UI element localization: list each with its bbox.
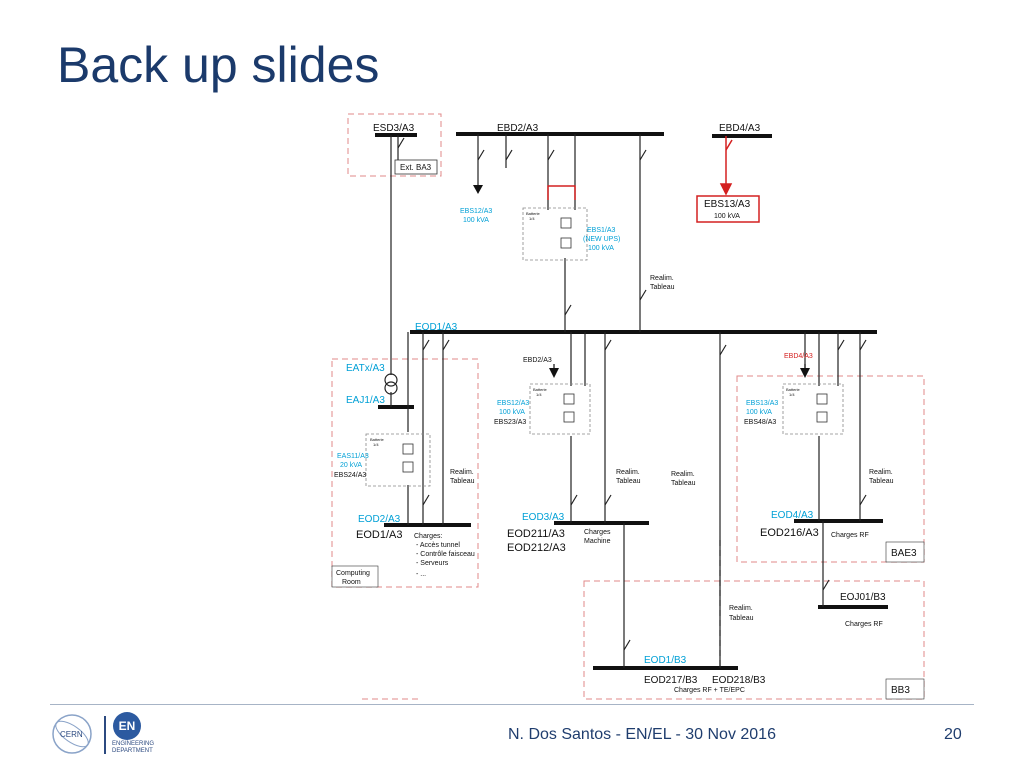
label-ebs23: EBS23/A3 [494, 419, 526, 426]
label-eod211: EOD211/A3 [507, 528, 565, 540]
label-eod217: EOD217/B3 [644, 675, 698, 686]
label-ebs12-top-rating: 100 kVA [463, 217, 489, 224]
label-tableau-3: Tableau [616, 478, 641, 485]
label-eaj1: EAJ1/A3 [346, 395, 385, 406]
label-eod212: EOD212/A3 [507, 542, 566, 554]
label-computing: Computing [336, 570, 370, 577]
label-ebs13-rating: 100 kVA [714, 213, 740, 220]
footer-text: N. Dos Santos - EN/EL - 30 Nov 2016 [508, 726, 776, 743]
label-eoj01: EOJ01/B3 [840, 592, 886, 603]
label-room: Room [342, 579, 361, 586]
ups-module-top [522, 207, 588, 261]
charges-item-1: - Contrôle faisceau [416, 551, 475, 558]
label-battery-4-cap: 1/4 [529, 216, 535, 221]
label-ebd4-top: EBD4/A3 [719, 123, 761, 134]
label-realim-5: Realim. [869, 469, 893, 476]
label-ebs13-mid-rating: 100 kVA [746, 409, 772, 416]
label-eod1-b3: EOD1/B3 [644, 655, 687, 666]
en-department-text: ENGINEERING DEPARTMENT [112, 741, 155, 754]
charges-item-2: - Serveurs [416, 560, 449, 567]
bae3-zone [736, 375, 925, 563]
label-ebd4-mid: EBD4/A3 [784, 353, 813, 360]
label-realim-6: Realim. [729, 605, 753, 612]
label-ebs12-mid-rating: 100 kVA [499, 409, 525, 416]
cern-logo: CERN [52, 714, 92, 754]
charges-item-0: - Accès tunnel [416, 542, 460, 549]
label-ebs48: EBS48/A3 [744, 419, 776, 426]
label-ebs13-mid: EBS13/A3 [746, 400, 778, 407]
label-battery-1-cap: 1/4 [373, 442, 379, 447]
label-tableau-2: Tableau [450, 478, 475, 485]
label-ebs1-rating: 100 kVA [588, 245, 614, 252]
label-charges-rf-2: Charges RF [845, 621, 883, 628]
label-esd3: ESD3/A3 [373, 123, 415, 134]
label-eod4: EOD4/A3 [771, 510, 814, 521]
label-tableau-4: Tableau [671, 480, 696, 487]
label-battery-3-cap: 1/4 [789, 392, 795, 397]
ups-module-mid-left [529, 383, 591, 435]
label-eatx: EATx/A3 [346, 363, 385, 374]
label-eod3: EOD3/A3 [522, 512, 565, 523]
label-realim-3: Realim. [616, 469, 640, 476]
label-realim-4: Realim. [671, 471, 695, 478]
ups-module-mid-right [782, 383, 844, 435]
label-ebs13-name: EBS13/A3 [704, 199, 751, 210]
label-eas11-rating: 20 kVA [340, 462, 362, 469]
ebs13-box [696, 195, 760, 223]
label-realim-2: Realim. [450, 469, 474, 476]
label-bb3: BB3 [891, 685, 910, 696]
computing-room-zone [331, 358, 479, 588]
label-bae3: BAE3 [891, 548, 917, 559]
slide-title: Back up slides [57, 37, 380, 93]
label-tableau-1: Tableau [650, 284, 675, 291]
ups-module-eas [365, 433, 431, 487]
arrow-ebd4-mid [800, 368, 810, 378]
en-logo: EN [113, 712, 141, 740]
label-battery-4: Batterie [526, 211, 541, 216]
label-eod1-a3-main: EOD1/A3 [415, 322, 458, 333]
label-ebs12-mid: EBS12/A3 [497, 400, 529, 407]
label-battery-3: Batterie [786, 387, 801, 392]
label-battery-1: Batterie [370, 437, 385, 442]
cern-logo-text: CERN [60, 730, 83, 739]
label-ebs1: EBS1/A3 [587, 227, 616, 234]
label-ebs12-top: EBS12/A3 [460, 208, 492, 215]
arrow-ebd2-mid [549, 368, 559, 378]
label-ebs24: EBS24/A3 [334, 472, 366, 479]
label-charges-rf-1: Charges RF [831, 532, 869, 539]
label-tableau-5: Tableau [869, 478, 894, 485]
label-charges-rf-te: Charges RF + TE/EPC [674, 687, 745, 694]
transformer-symbol [384, 373, 398, 387]
footer-divider [50, 704, 974, 705]
label-charges-machine-2: Machine [584, 538, 611, 545]
label-charges-machine-1: Charges [584, 529, 611, 536]
page-number: 20 [944, 726, 962, 743]
label-eod2: EOD2/A3 [358, 514, 401, 525]
label-ebd2-mid: EBD2/A3 [523, 357, 552, 364]
charges-header: Charges: [414, 533, 442, 540]
label-tableau-6: Tableau [729, 615, 754, 622]
logo-divider [104, 716, 106, 754]
label-eod218: EOD218/B3 [712, 675, 766, 686]
label-new-ups: (NEW UPS) [583, 236, 620, 243]
arrow-ebs12-top [473, 185, 483, 194]
label-eas11: EAS11/A3 [337, 453, 369, 460]
bb3-zone [583, 580, 925, 700]
ext-ba3-zone [347, 113, 442, 177]
label-ext-ba3: Ext. BA3 [400, 163, 432, 172]
label-battery-2: Batterie [533, 387, 548, 392]
charges-item-3: - ... [416, 571, 426, 578]
label-battery-2-cap: 1/4 [536, 392, 542, 397]
label-eod216: EOD216/A3 [760, 527, 819, 539]
label-realim-1: Realim. [650, 275, 674, 282]
label-eod1-a3-sub: EOD1/A3 [356, 529, 402, 541]
label-ebd2-top: EBD2/A3 [497, 123, 539, 134]
